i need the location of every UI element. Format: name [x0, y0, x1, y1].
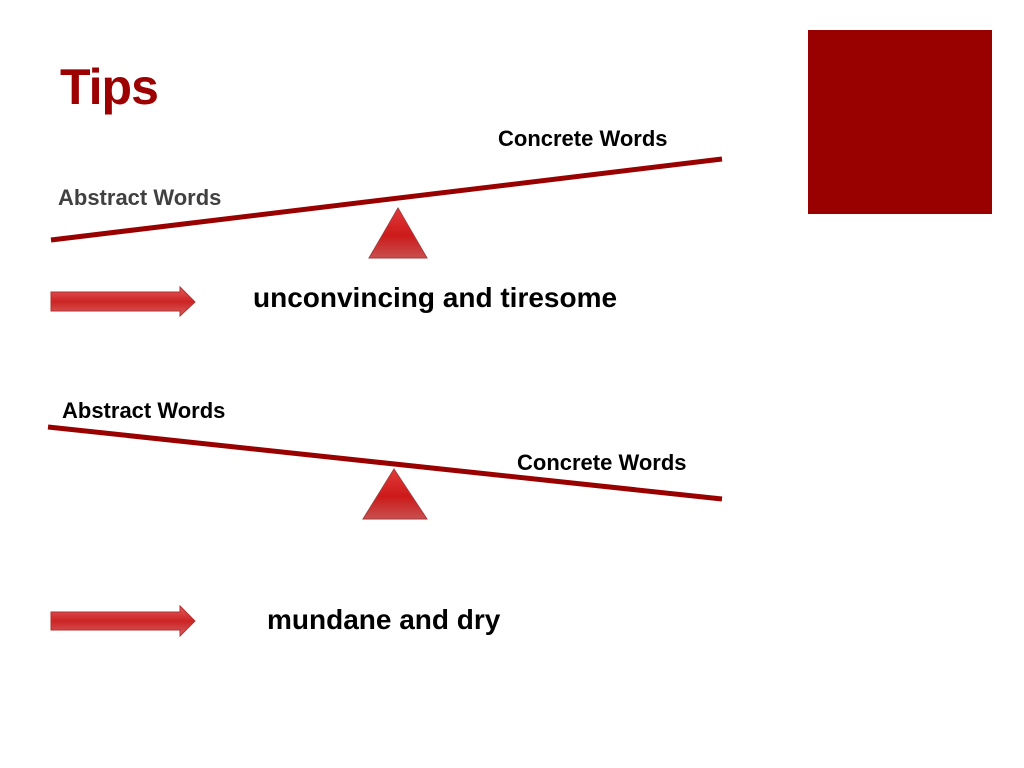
result-top-text: unconvincing and tiresome — [253, 282, 618, 313]
fulcrum-bottom-triangle-icon — [362, 468, 428, 520]
arrow-bottom-right-arrow-icon — [50, 604, 196, 638]
seesaw-bottom-left-label: Abstract Words — [62, 398, 226, 423]
seesaw-top-right-label: Concrete Words — [498, 126, 668, 151]
fulcrum-top-triangle-icon — [368, 207, 428, 259]
arrow-top-right-arrow-icon — [50, 285, 196, 318]
slide-title: Tips — [60, 59, 159, 115]
seesaw-bottom-right-label: Concrete Words — [517, 450, 687, 475]
seesaw-top-left-label: Abstract Words — [58, 185, 222, 210]
accent-square — [808, 30, 992, 214]
result-bottom-text: mundane and dry — [267, 604, 501, 635]
